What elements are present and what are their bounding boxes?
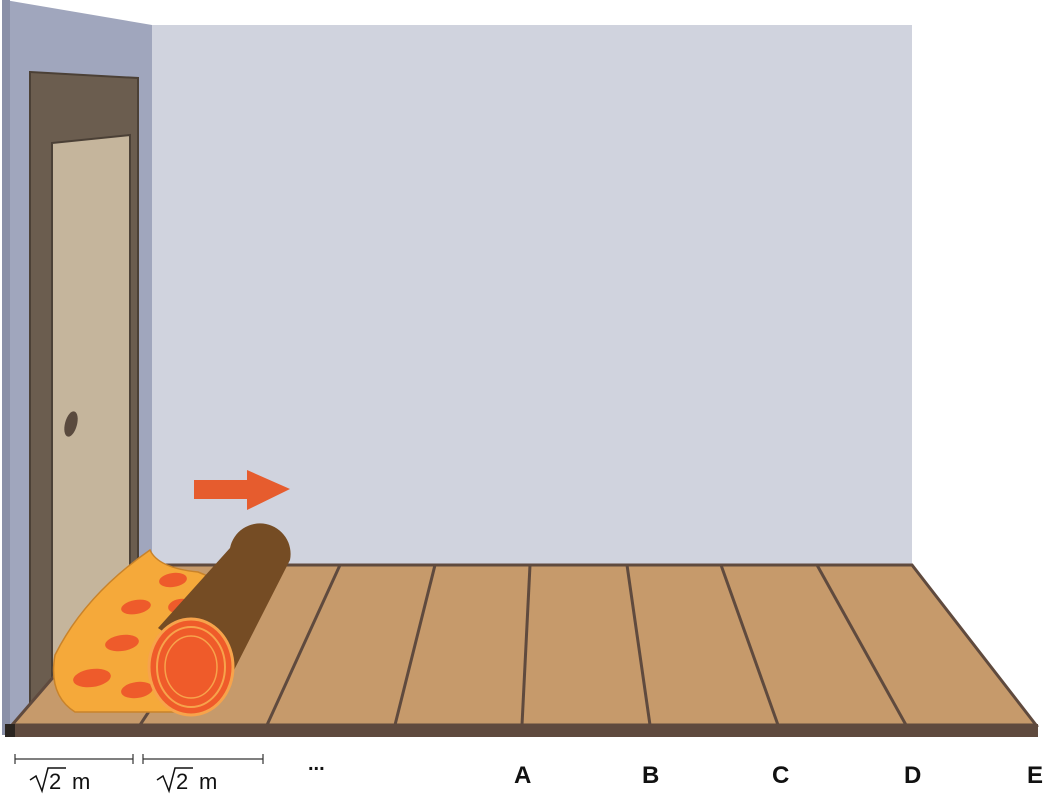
side-wall-edge — [2, 0, 10, 735]
marker-b: B — [642, 762, 659, 789]
marker-d: D — [904, 762, 921, 789]
measurement-first-radicand: 2 — [49, 769, 61, 794]
marker-a: A — [514, 762, 531, 789]
measurement-first-unit: m — [72, 769, 90, 794]
carpet-roll-end — [149, 619, 233, 715]
measurement-second-radicand: 2 — [176, 769, 188, 794]
measurement-second-unit: m — [199, 769, 217, 794]
floor-corner-edge — [5, 724, 15, 737]
floor-front-edge — [5, 724, 1038, 737]
marker-e: E — [1027, 762, 1043, 789]
ellipsis: ... — [308, 753, 325, 775]
measurement-second: 2 m — [157, 768, 217, 794]
measurement-first: 2 m — [30, 768, 90, 794]
marker-c: C — [772, 762, 789, 789]
dimension-bar-second — [143, 754, 263, 764]
dimension-bar-first — [15, 754, 133, 764]
